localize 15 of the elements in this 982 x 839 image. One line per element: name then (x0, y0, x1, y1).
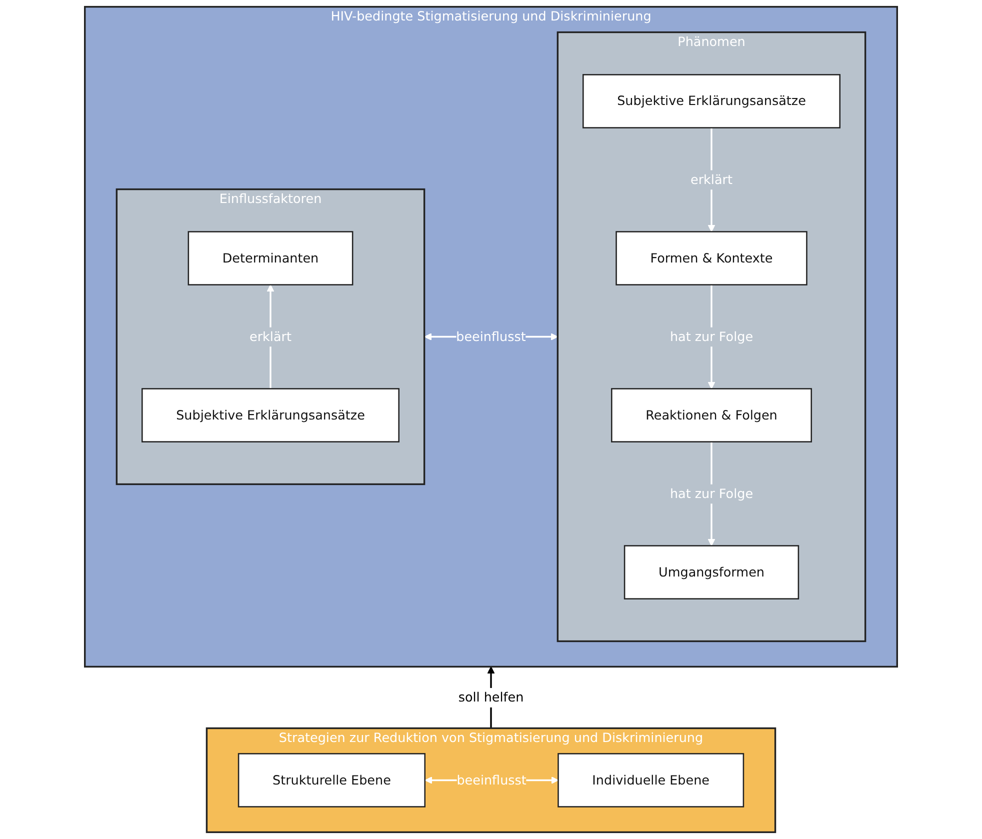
node-box: Determinanten (188, 231, 354, 286)
edge-label: beeinflusst (456, 328, 526, 344)
edge-label: beeinflusst (456, 772, 526, 788)
node-box: Umgangsformen (624, 545, 800, 600)
node-box: Formen & Kontexte (616, 231, 808, 286)
edge-label: hat zur Folge (670, 486, 754, 502)
node-box: Individuelle Ebene (558, 753, 744, 808)
edge-label: hat zur Folge (670, 328, 754, 344)
edge-label: erklärt (690, 172, 733, 188)
node-box: Subjektive Erklärungsansätze (142, 388, 400, 442)
node-box: Strukturelle Ebene (238, 753, 426, 808)
node-box: Subjektive Erklärungsansätze (582, 74, 840, 128)
edge-label: soll helfen (458, 690, 524, 705)
edge-label: erklärt (249, 328, 292, 344)
node-box: Reaktionen & Folgen (611, 388, 812, 442)
